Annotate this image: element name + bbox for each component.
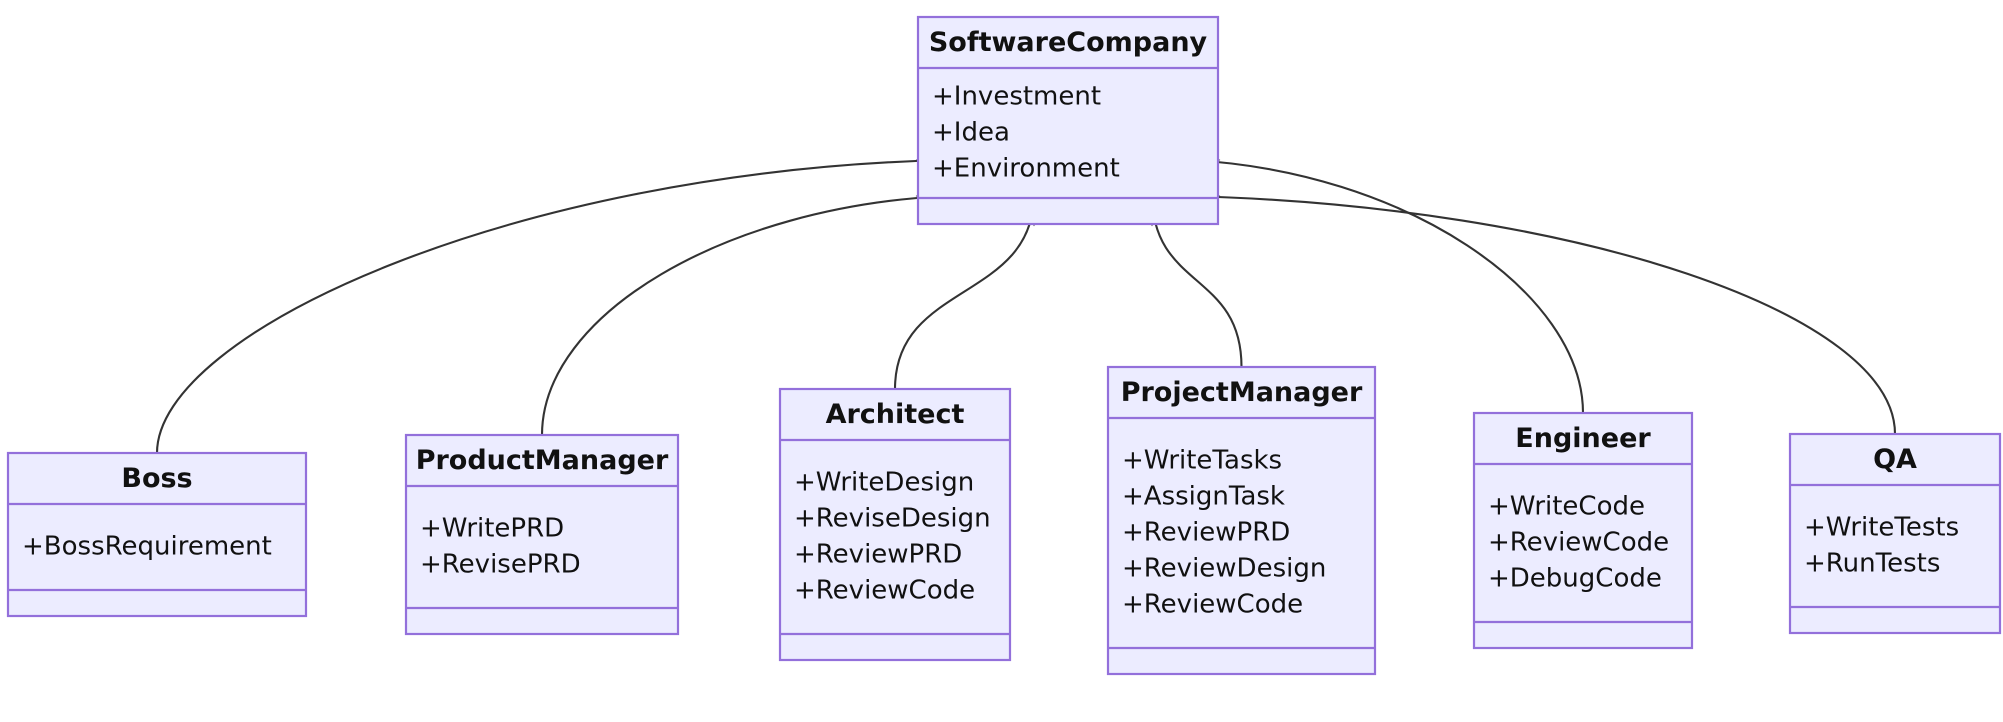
class-attribute-row: +DebugCode xyxy=(1488,564,1662,594)
class-attribute-row: +WritePRD xyxy=(420,514,564,544)
class-attribute-row: +RunTests xyxy=(1804,549,1940,579)
class-node-product-manager[interactable]: ProductManager +WritePRD +RevisePRD xyxy=(404,433,680,636)
class-node-project-manager[interactable]: ProjectManager +WriteTasks +AssignTask +Rev… xyxy=(1106,365,1377,676)
class-attribute-row: +ReviewCode xyxy=(794,576,975,606)
class-box-outline xyxy=(1472,411,1694,650)
edge-line xyxy=(155,158,949,454)
class-attribute-row: +ReviewPRD xyxy=(1122,518,1290,548)
class-attribute-row: +RevisePRD xyxy=(420,550,581,580)
class-attribute-row: +WriteTests xyxy=(1804,513,1959,543)
class-box-outline xyxy=(916,15,1220,226)
edge-line xyxy=(540,194,949,436)
class-box-outline xyxy=(404,433,680,636)
class-node-engineer[interactable]: Engineer +WriteCode +ReviewCode +DebugCode xyxy=(1472,411,1694,650)
class-node-boss[interactable]: Boss +BossRequirement xyxy=(6,451,308,618)
class-attribute-row: +WriteCode xyxy=(1488,492,1645,522)
class-name-label: QA xyxy=(1873,444,1917,475)
edge-line xyxy=(1187,194,1897,435)
class-box-outline xyxy=(1788,432,2002,635)
class-box-outline xyxy=(778,387,1012,662)
class-attribute-row: +WriteDesign xyxy=(794,468,974,498)
edge-line xyxy=(893,193,1036,390)
class-attribute-row: +ReviewCode xyxy=(1488,528,1669,558)
class-name-label: ProductManager xyxy=(416,445,669,476)
class-box-outline xyxy=(6,451,308,618)
edge-line xyxy=(1150,193,1243,368)
class-node-qa[interactable]: QA +WriteTests +RunTests xyxy=(1788,432,2002,635)
class-name-label: ProjectManager xyxy=(1121,377,1363,408)
class-name-label: SoftwareCompany xyxy=(929,27,1208,58)
class-name-label: Boss xyxy=(121,463,192,494)
class-attribute-row: +ReviseDesign xyxy=(794,504,991,534)
class-attribute-row: +ReviewDesign xyxy=(1122,554,1326,584)
class-attribute-row: +BossRequirement xyxy=(22,532,272,562)
class-node-architect[interactable]: Architect +WriteDesign +ReviseDesign +Revie… xyxy=(778,387,1012,662)
class-attribute-row: +Environment xyxy=(932,154,1120,184)
class-nodes-layer: SoftwareCompany +Investment +Idea +Environm… xyxy=(6,15,2002,676)
class-attribute-row: +AssignTask xyxy=(1122,482,1285,512)
class-attribute-row: +Investment xyxy=(932,82,1101,112)
edge-line xyxy=(1187,158,1585,414)
class-attribute-row: +WriteTasks xyxy=(1122,446,1282,476)
class-name-label: Architect xyxy=(826,399,965,430)
class-attribute-row: +ReviewCode xyxy=(1122,590,1303,620)
class-attribute-row: +Idea xyxy=(932,118,1010,148)
class-attribute-row: +ReviewPRD xyxy=(794,540,962,570)
class-name-label: Engineer xyxy=(1515,423,1651,454)
class-node-software-company[interactable]: SoftwareCompany +Investment +Idea +Environm… xyxy=(916,15,1220,226)
